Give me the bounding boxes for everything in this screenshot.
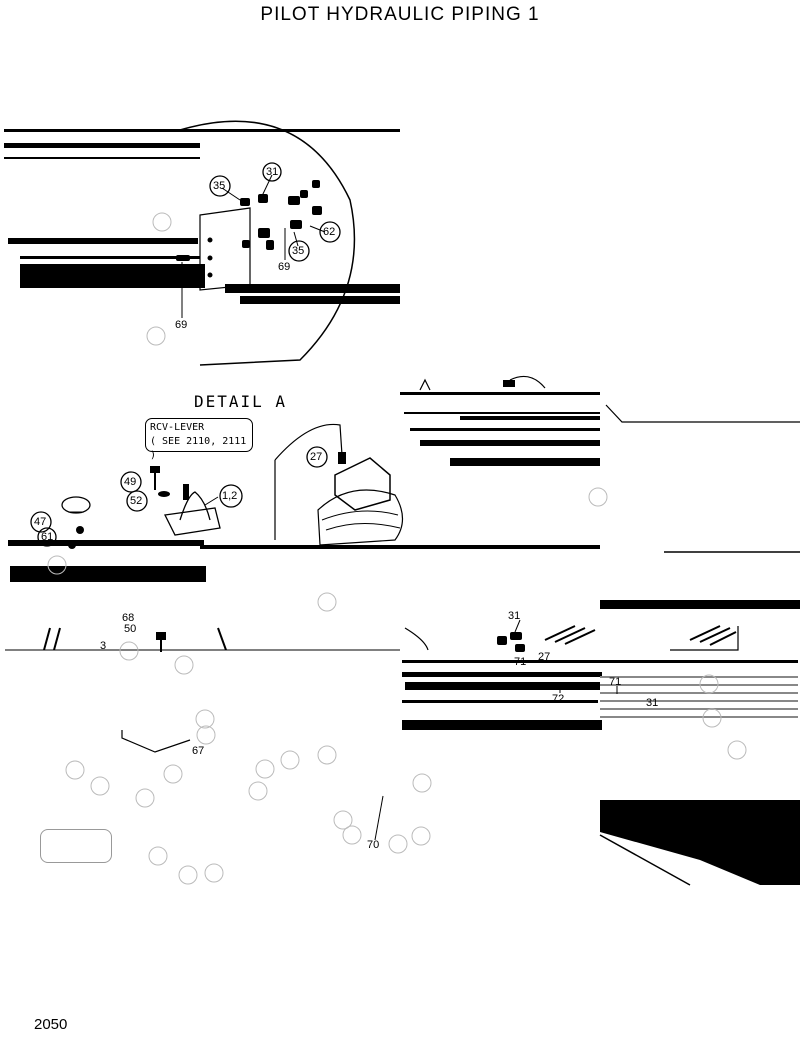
callout-69: 69 <box>175 319 188 331</box>
callout-72: 72 <box>552 693 565 705</box>
callout-35: 35 <box>213 180 226 192</box>
callout-69: 69 <box>278 261 291 273</box>
callout-50: 50 <box>124 623 137 635</box>
callout-27: 27 <box>538 651 551 663</box>
page-number: 2050 <box>34 1016 68 1033</box>
callout-31: 31 <box>266 166 279 178</box>
callout-31: 31 <box>646 697 659 709</box>
callout-71: 71 <box>609 676 622 688</box>
rcv-note-line1: RCV-LEVER <box>150 422 205 433</box>
rcv-lever-note: RCV-LEVER ( SEE 2110, 2111 ) <box>145 418 253 461</box>
callout-62: 62 <box>323 226 336 238</box>
callout-35: 35 <box>292 245 305 257</box>
lower-piping-region <box>5 600 800 886</box>
callout-circles <box>30 162 341 547</box>
callout-3: 3 <box>100 640 107 652</box>
callout-61: 61 <box>41 531 54 543</box>
rcv-lever-region <box>8 375 800 612</box>
empty-label-box <box>40 829 112 863</box>
callout-70: 70 <box>367 839 380 851</box>
rcv-note-line2: ( SEE 2110, 2111 ) <box>150 436 247 461</box>
callout-47: 47 <box>34 516 47 528</box>
callout-67: 67 <box>192 745 205 757</box>
callout-52: 52 <box>130 495 143 507</box>
callout-68: 68 <box>122 612 135 624</box>
page-title: PILOT HYDRAULIC PIPING 1 <box>260 4 540 25</box>
detail-a-region <box>4 120 400 366</box>
callout-49: 49 <box>124 476 137 488</box>
callout-1-2: 1,2 <box>222 490 238 502</box>
callout-31: 31 <box>508 610 521 622</box>
callout-71: 71 <box>514 656 527 668</box>
callout-27: 27 <box>310 451 323 463</box>
detail-a-label: DETAIL A <box>194 392 288 411</box>
